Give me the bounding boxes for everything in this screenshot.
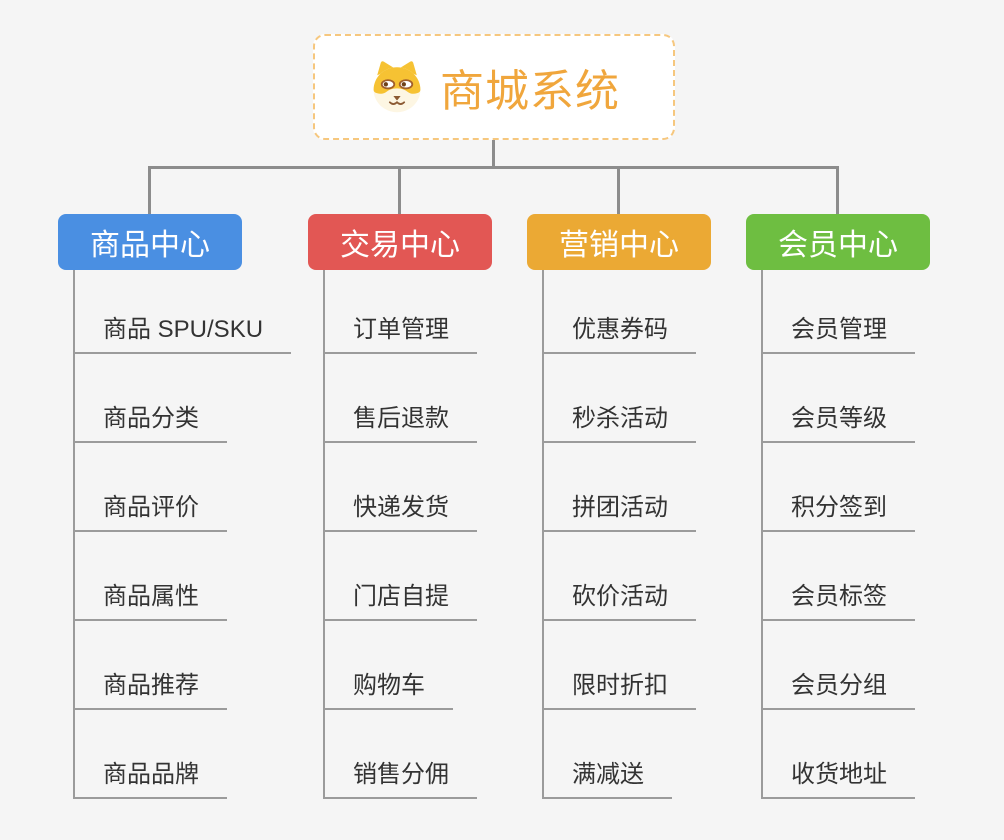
leaf-node[interactable]: 会员等级 [763,354,915,443]
connector-drop-member [836,166,839,214]
leaf-column-trade: 订单管理 售后退款 快递发货 门店自提 购物车 销售分佣 [323,270,477,799]
connector-drop-product [148,166,151,214]
branch-node-product[interactable]: 商品中心 [58,214,242,270]
root-node[interactable]: 商城系统 [313,34,675,140]
leaf-node[interactable]: 砍价活动 [544,532,696,621]
leaf-node[interactable]: 限时折扣 [544,621,696,710]
leaf-node[interactable]: 购物车 [325,621,453,710]
leaf-node[interactable]: 销售分佣 [325,710,477,799]
leaf-node[interactable]: 商品推荐 [75,621,227,710]
branch-node-member[interactable]: 会员中心 [746,214,930,270]
leaf-node[interactable]: 满减送 [544,710,672,799]
leaf-node[interactable]: 商品评价 [75,443,227,532]
connector-drop-marketing [617,166,620,214]
branch-label: 交易中心 [340,229,460,262]
leaf-node[interactable]: 门店自提 [325,532,477,621]
root-title: 商城系统 [440,67,620,116]
leaf-node[interactable]: 会员标签 [763,532,915,621]
leaf-node[interactable]: 会员分组 [763,621,915,710]
leaf-node[interactable]: 收货地址 [763,710,915,799]
leaf-node[interactable]: 秒杀活动 [544,354,696,443]
leaf-node[interactable]: 售后退款 [325,354,477,443]
leaf-node[interactable]: 快递发货 [325,443,477,532]
leaf-node[interactable]: 商品 SPU/SKU [75,270,292,354]
branch-node-trade[interactable]: 交易中心 [308,214,492,270]
dog-face-icon [373,61,421,113]
connector-bus [148,166,839,169]
leaf-node[interactable]: 拼团活动 [544,443,696,532]
connector-root-stem [492,140,495,167]
leaf-column-marketing: 优惠券码 秒杀活动 拼团活动 砍价活动 限时折扣 满减送 [542,270,696,799]
leaf-column-product: 商品 SPU/SKU 商品分类 商品评价 商品属性 商品推荐 商品品牌 [73,270,292,799]
branch-label: 营销中心 [559,229,679,262]
leaf-node[interactable]: 积分签到 [763,443,915,532]
branch-label: 会员中心 [778,229,898,262]
leaf-node[interactable]: 订单管理 [325,270,477,354]
branch-label: 商品中心 [90,229,210,262]
leaf-node[interactable]: 会员管理 [763,270,915,354]
leaf-node[interactable]: 商品分类 [75,354,227,443]
branch-node-marketing[interactable]: 营销中心 [527,214,711,270]
leaf-column-member: 会员管理 会员等级 积分签到 会员标签 会员分组 收货地址 [761,270,915,799]
leaf-node[interactable]: 商品品牌 [75,710,227,799]
leaf-node[interactable]: 商品属性 [75,532,227,621]
leaf-node[interactable]: 优惠券码 [544,270,696,354]
connector-drop-trade [398,166,401,214]
